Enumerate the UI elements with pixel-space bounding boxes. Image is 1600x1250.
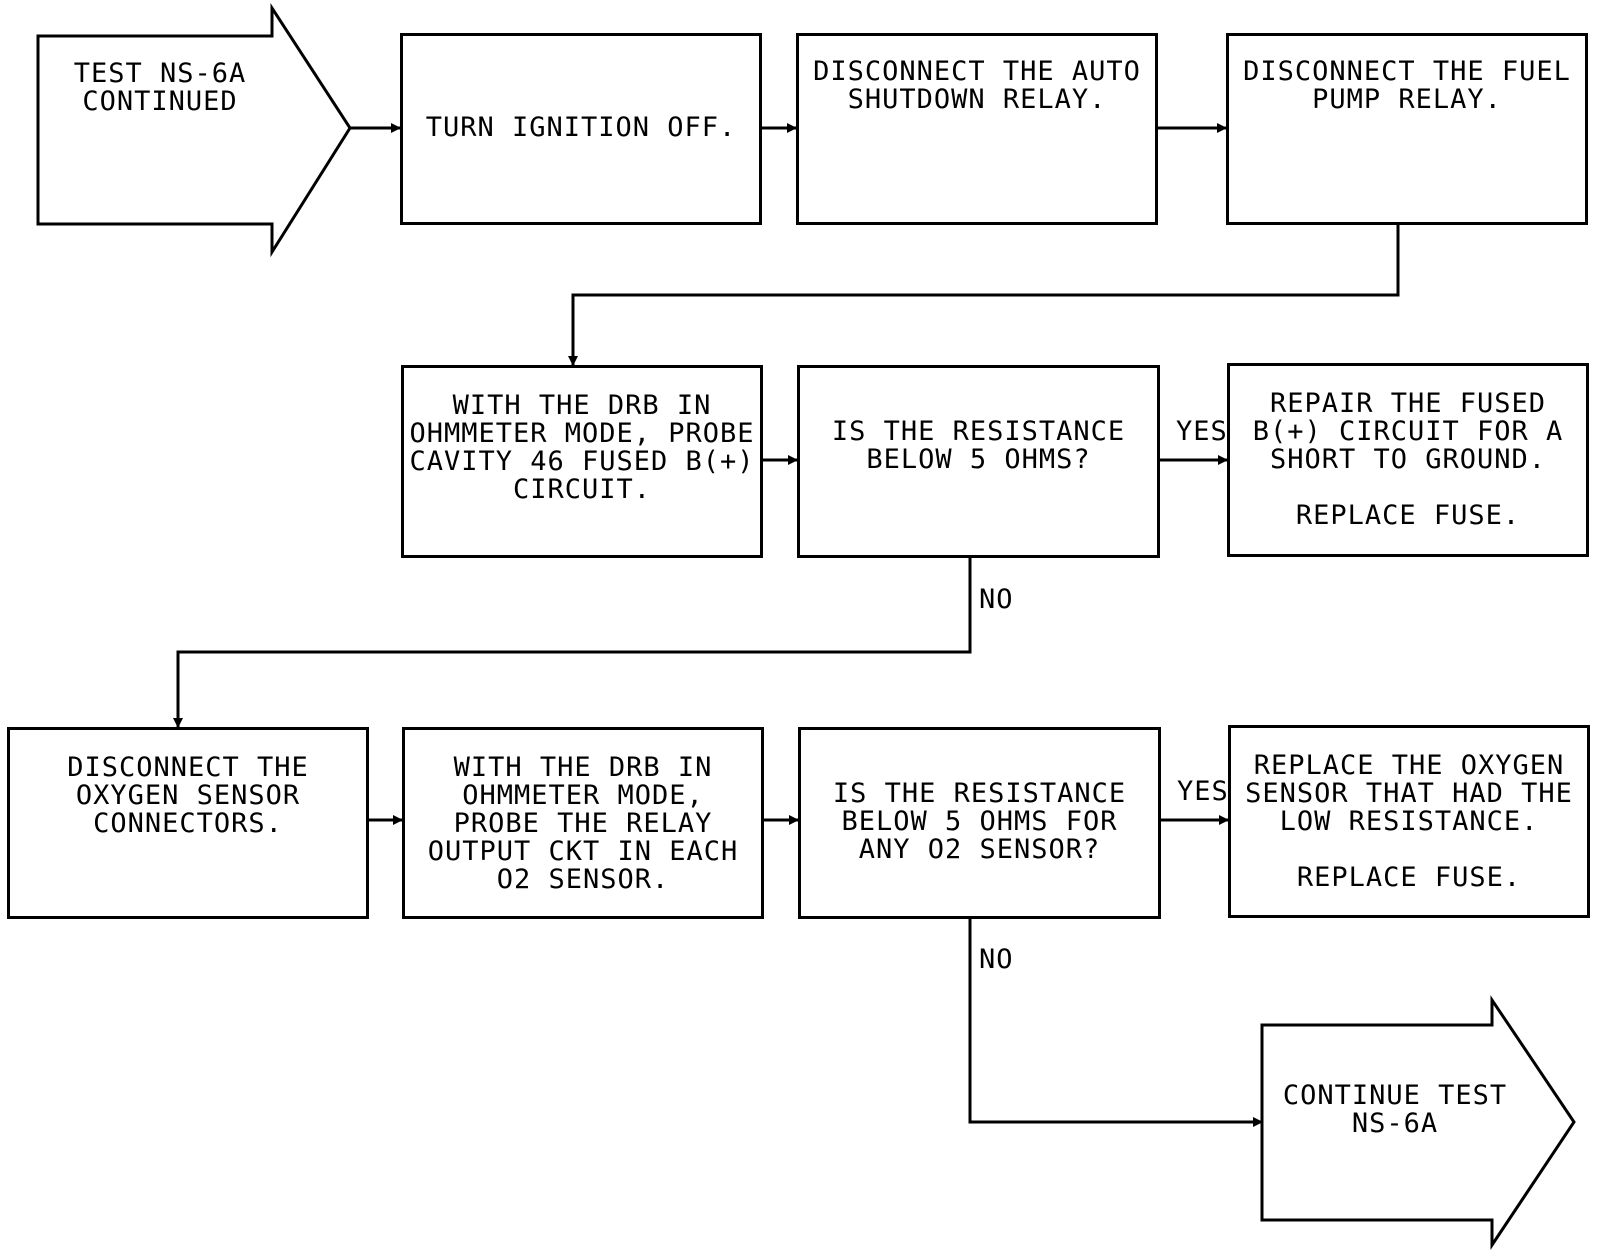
start-arrow-shape [36, 2, 352, 258]
step-probe-cavity-46-text: WITH THE DRB IN OHMMETER MODE, PROBE CAV… [409, 390, 755, 505]
decision-resistance-below-5: IS THE RESISTANCE BELOW 5 OHMS? [797, 365, 1160, 558]
decision-resistance-below-5-text: IS THE RESISTANCE BELOW 5 OHMS? [831, 416, 1126, 475]
connector-question1-no [173, 557, 972, 728]
step-disconnect-asd-relay-text: DISCONNECT THE AUTO SHUTDOWN RELAY. [813, 56, 1141, 115]
label-no-2: NO [979, 944, 1014, 975]
connector-fuelpump-to-probe46 [568, 224, 1400, 366]
step-turn-ignition-off-text: TURN IGNITION OFF. [425, 112, 737, 143]
step-replace-fuse-2-text: REPLACE FUSE. [1296, 862, 1522, 893]
step-disconnect-o2-connectors-text: DISCONNECT THE OXYGEN SENSOR CONNECTORS. [67, 752, 309, 839]
label-no-1: NO [979, 584, 1014, 615]
step-repair-fused-circuit: REPAIR THE FUSED B(+) CIRCUIT FOR A SHOR… [1227, 363, 1589, 557]
decision-resistance-any-o2-text: IS THE RESISTANCE BELOW 5 OHMS FOR ANY O… [832, 778, 1127, 865]
step-disconnect-fuel-pump-relay: DISCONNECT THE FUEL PUMP RELAY. [1226, 33, 1588, 225]
step-disconnect-o2-connectors: DISCONNECT THE OXYGEN SENSOR CONNECTORS. [7, 727, 369, 919]
step-probe-relay-output-text: WITH THE DRB IN OHMMETER MODE, PROBE THE… [427, 752, 739, 895]
decision-resistance-any-o2: IS THE RESISTANCE BELOW 5 OHMS FOR ANY O… [798, 727, 1161, 919]
start-arrow-label: TEST NS-6A CONTINUED [73, 58, 247, 117]
end-arrow-label: CONTINUE TEST NS-6A [1282, 1080, 1508, 1139]
end-arrow-shape [1260, 995, 1576, 1250]
label-yes-2: YES [1177, 776, 1229, 807]
step-replace-fuse-1-text: REPLACE FUSE. [1295, 500, 1521, 531]
step-probe-cavity-46: WITH THE DRB IN OHMMETER MODE, PROBE CAV… [401, 365, 763, 558]
label-yes-1: YES [1176, 416, 1228, 447]
step-disconnect-asd-relay: DISCONNECT THE AUTO SHUTDOWN RELAY. [796, 33, 1158, 225]
step-disconnect-fuel-pump-relay-text: DISCONNECT THE FUEL PUMP RELAY. [1243, 56, 1571, 115]
step-replace-o2-sensor: REPLACE THE OXYGEN SENSOR THAT HAD THE L… [1228, 725, 1590, 918]
step-replace-o2-sensor-text: REPLACE THE OXYGEN SENSOR THAT HAD THE L… [1245, 750, 1573, 837]
step-probe-relay-output: WITH THE DRB IN OHMMETER MODE, PROBE THE… [402, 727, 764, 919]
connector-question2-no [968, 917, 1263, 1127]
step-turn-ignition-off: TURN IGNITION OFF. [400, 33, 762, 225]
step-repair-fused-circuit-text: REPAIR THE FUSED B(+) CIRCUIT FOR A SHOR… [1252, 388, 1564, 475]
